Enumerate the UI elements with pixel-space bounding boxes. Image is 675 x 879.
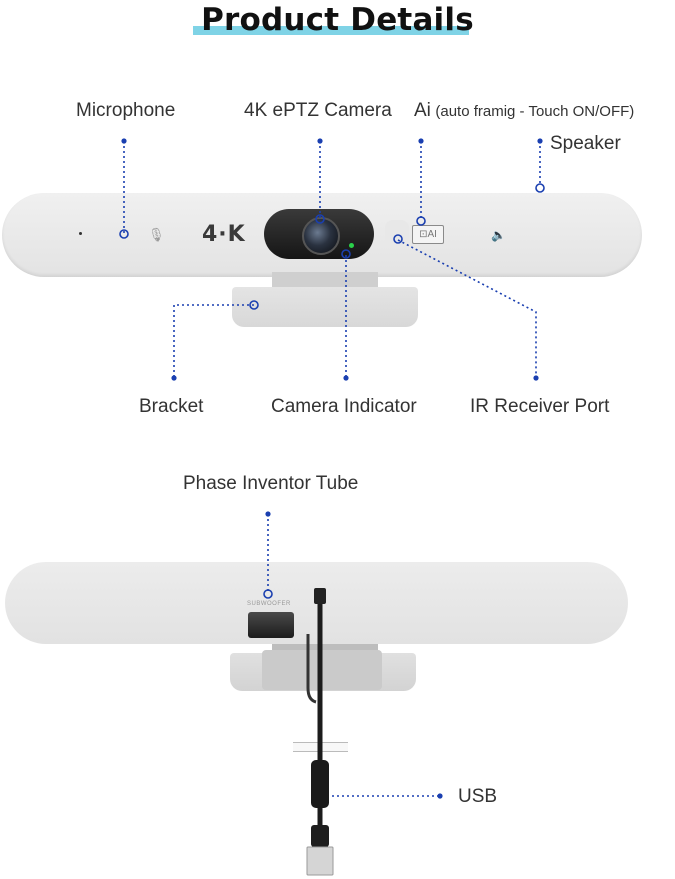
title-highlight (193, 26, 469, 35)
camera-target (315, 214, 325, 224)
phase-inventor-target (263, 589, 273, 599)
bracket-dot (171, 375, 177, 381)
bracket-leader (173, 304, 254, 378)
bracket-target (249, 300, 259, 310)
ai-touch-button[interactable]: ⊡AI (412, 225, 444, 244)
ir-receiver-target (393, 234, 403, 244)
ir-receiver-leader (397, 239, 537, 378)
speaker-target (535, 183, 545, 193)
microphone-icon: 🎙 (148, 227, 165, 242)
phase-inventor-dot (265, 511, 271, 517)
speaker-dot (537, 138, 543, 144)
camera-dot (317, 138, 323, 144)
usb-dot (437, 793, 443, 799)
subwoofer-label: SUBWOOFER (247, 601, 291, 607)
microphone-dot (121, 138, 127, 144)
camera-indicator-dot (343, 375, 349, 381)
microphone-target (119, 229, 129, 239)
label-camera-indicator: Camera Indicator (271, 396, 417, 417)
label-camera: 4K ePTZ Camera (244, 100, 392, 121)
camera-indicator-led (349, 243, 354, 248)
label-microphone: Microphone (76, 100, 176, 121)
usb-plug-icon (306, 846, 334, 876)
label-phase-inventor: Phase Inventor Tube (183, 473, 359, 494)
phase-inventor-tube (248, 612, 294, 638)
usb-cable (306, 588, 334, 876)
logo-4k: 4·K (202, 222, 246, 247)
label-ai: Ai (auto framig - Touch ON/OFF) (414, 100, 634, 122)
label-ai-detail: (auto framig - Touch ON/OFF) (435, 103, 635, 120)
label-bracket: Bracket (139, 396, 204, 417)
camera-indicator-target (341, 249, 351, 259)
label-usb: USB (458, 786, 498, 807)
label-ir-receiver: IR Receiver Port (470, 396, 610, 417)
label-ai-prefix: Ai (414, 100, 431, 121)
bracket (232, 287, 418, 327)
ir-receiver-dot (533, 375, 539, 381)
speaker-icon: 🔈 (491, 228, 506, 242)
label-speaker: Speaker (550, 133, 621, 154)
page-title: Product Details (201, 2, 474, 38)
mic-hole (79, 232, 82, 235)
bracket-neck (272, 272, 378, 290)
ai-target (416, 216, 426, 226)
ai-dot (418, 138, 424, 144)
